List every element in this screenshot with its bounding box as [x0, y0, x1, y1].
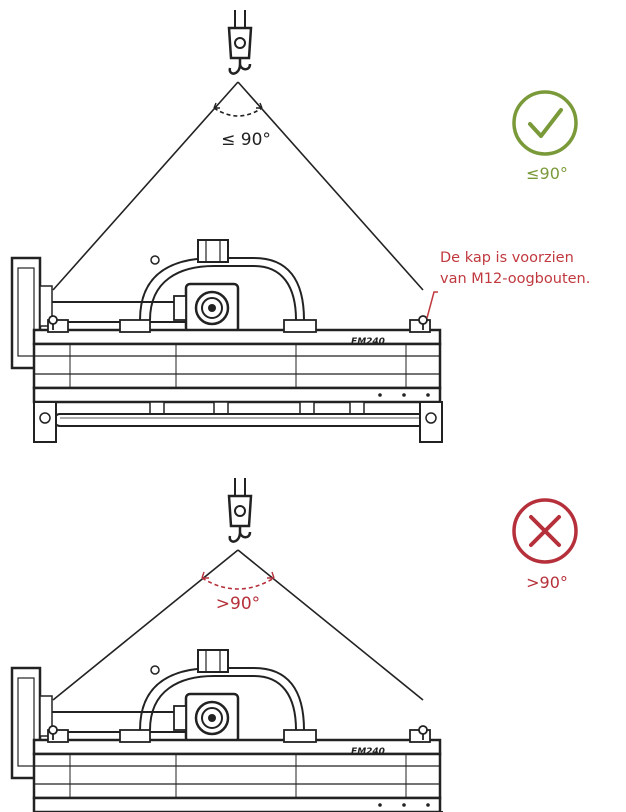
right-sling — [237, 81, 424, 291]
left-sling — [52, 549, 239, 701]
check-circle-icon — [512, 90, 578, 156]
angle-arc — [213, 107, 263, 117]
crane-hook-icon — [227, 476, 253, 543]
angle-label: ≤ 90° — [221, 130, 271, 150]
ok-status-label: ≤90° — [526, 164, 568, 183]
annotation-line-1: De kap is voorzien — [440, 250, 574, 266]
top-scene: ≤ 90° FM240 De kap is voorzien van M12-o… — [10, 8, 590, 444]
crane-hook-icon — [227, 8, 253, 75]
right-sling — [237, 549, 424, 701]
cross-circle-icon — [512, 498, 578, 564]
angle-arc — [201, 577, 275, 590]
model-label: FM240 — [351, 747, 385, 757]
annotation-line-2: van M12-oogbouten. — [440, 271, 590, 287]
left-sling — [52, 81, 239, 291]
model-label: FM240 — [351, 337, 385, 347]
mower-machine — [10, 648, 444, 812]
angle-label: >90° — [216, 594, 260, 614]
bad-status-label: >90° — [526, 573, 568, 592]
annotation-leader — [426, 291, 438, 319]
bottom-scene: >90° FM240 >90° — [10, 476, 578, 812]
